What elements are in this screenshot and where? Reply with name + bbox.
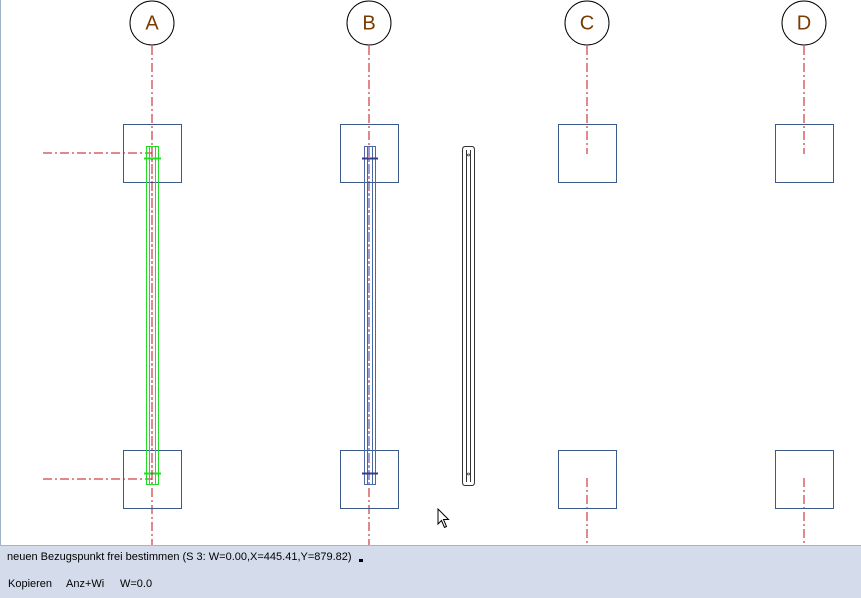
beam-b[interactable]	[362, 146, 378, 485]
status-prompt-text: neuen Bezugspunkt frei bestimmen (S 3: W…	[7, 551, 352, 563]
beam-a-selected[interactable]	[144, 146, 161, 485]
column-d-bottom[interactable]	[775, 450, 834, 509]
status-prompt: neuen Bezugspunkt frei bestimmen (S 3: W…	[7, 551, 363, 563]
column-c-bottom[interactable]	[558, 450, 617, 509]
axis-bubble-a[interactable]	[129, 0, 175, 46]
axis-label-c: C	[580, 12, 594, 34]
axis-label-d: D	[797, 12, 811, 34]
input-caret	[358, 559, 363, 562]
count-angle-command[interactable]: Anz+Wi	[66, 578, 105, 590]
axis-bubble-c[interactable]	[564, 0, 610, 46]
column-a-bottom[interactable]	[123, 450, 182, 509]
mouse-pointer-icon	[437, 508, 450, 529]
angle-value-command[interactable]: W=0.0	[120, 578, 153, 590]
column-d-top[interactable]	[775, 124, 834, 183]
beam-free[interactable]	[462, 146, 475, 486]
grid-axis-c: C	[564, 0, 610, 545]
axis-label-b: B	[362, 12, 375, 34]
axis-label-a: A	[145, 12, 159, 34]
column-c-top[interactable]	[558, 124, 617, 183]
grid-axis-d: D	[781, 0, 827, 545]
drawing-canvas[interactable]: A B C D	[0, 0, 861, 545]
status-bar: neuen Bezugspunkt frei bestimmen (S 3: W…	[0, 545, 861, 598]
column-b-bottom[interactable]	[340, 450, 399, 509]
axis-bubble-d[interactable]	[781, 0, 827, 46]
copy-command[interactable]: Kopieren	[8, 578, 53, 590]
axis-bubble-b[interactable]	[346, 0, 392, 46]
